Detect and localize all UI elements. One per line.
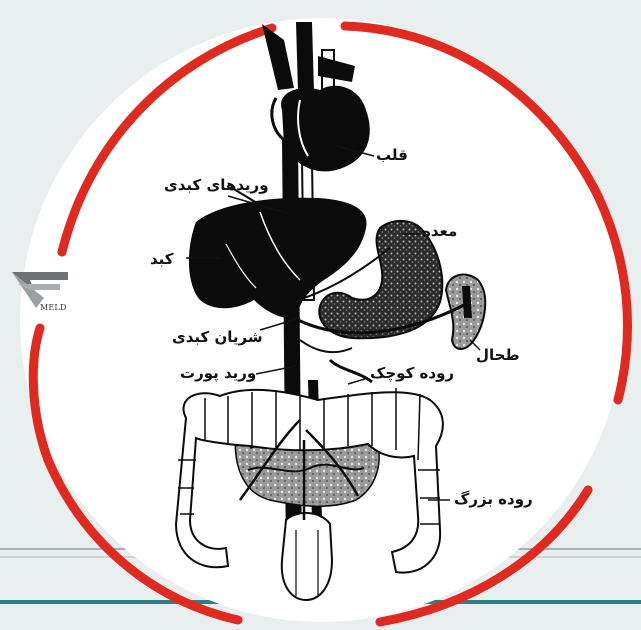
label-portal-vein: ورید پورت	[180, 364, 256, 382]
label-hepatic-veins: وریدهای کبدی	[164, 176, 269, 194]
label-liver: کبد	[150, 250, 174, 268]
label-spleen: طحال	[476, 346, 520, 364]
meld-logo-text: MELD	[40, 303, 67, 312]
label-heart: قلب	[376, 146, 408, 164]
label-small-intestine: روده کوچک	[370, 364, 454, 382]
label-hepatic-artery: شریان کبدی	[172, 328, 263, 346]
label-stomach: معده	[422, 222, 457, 240]
label-large-intestine: روده بزرگ	[454, 490, 533, 508]
